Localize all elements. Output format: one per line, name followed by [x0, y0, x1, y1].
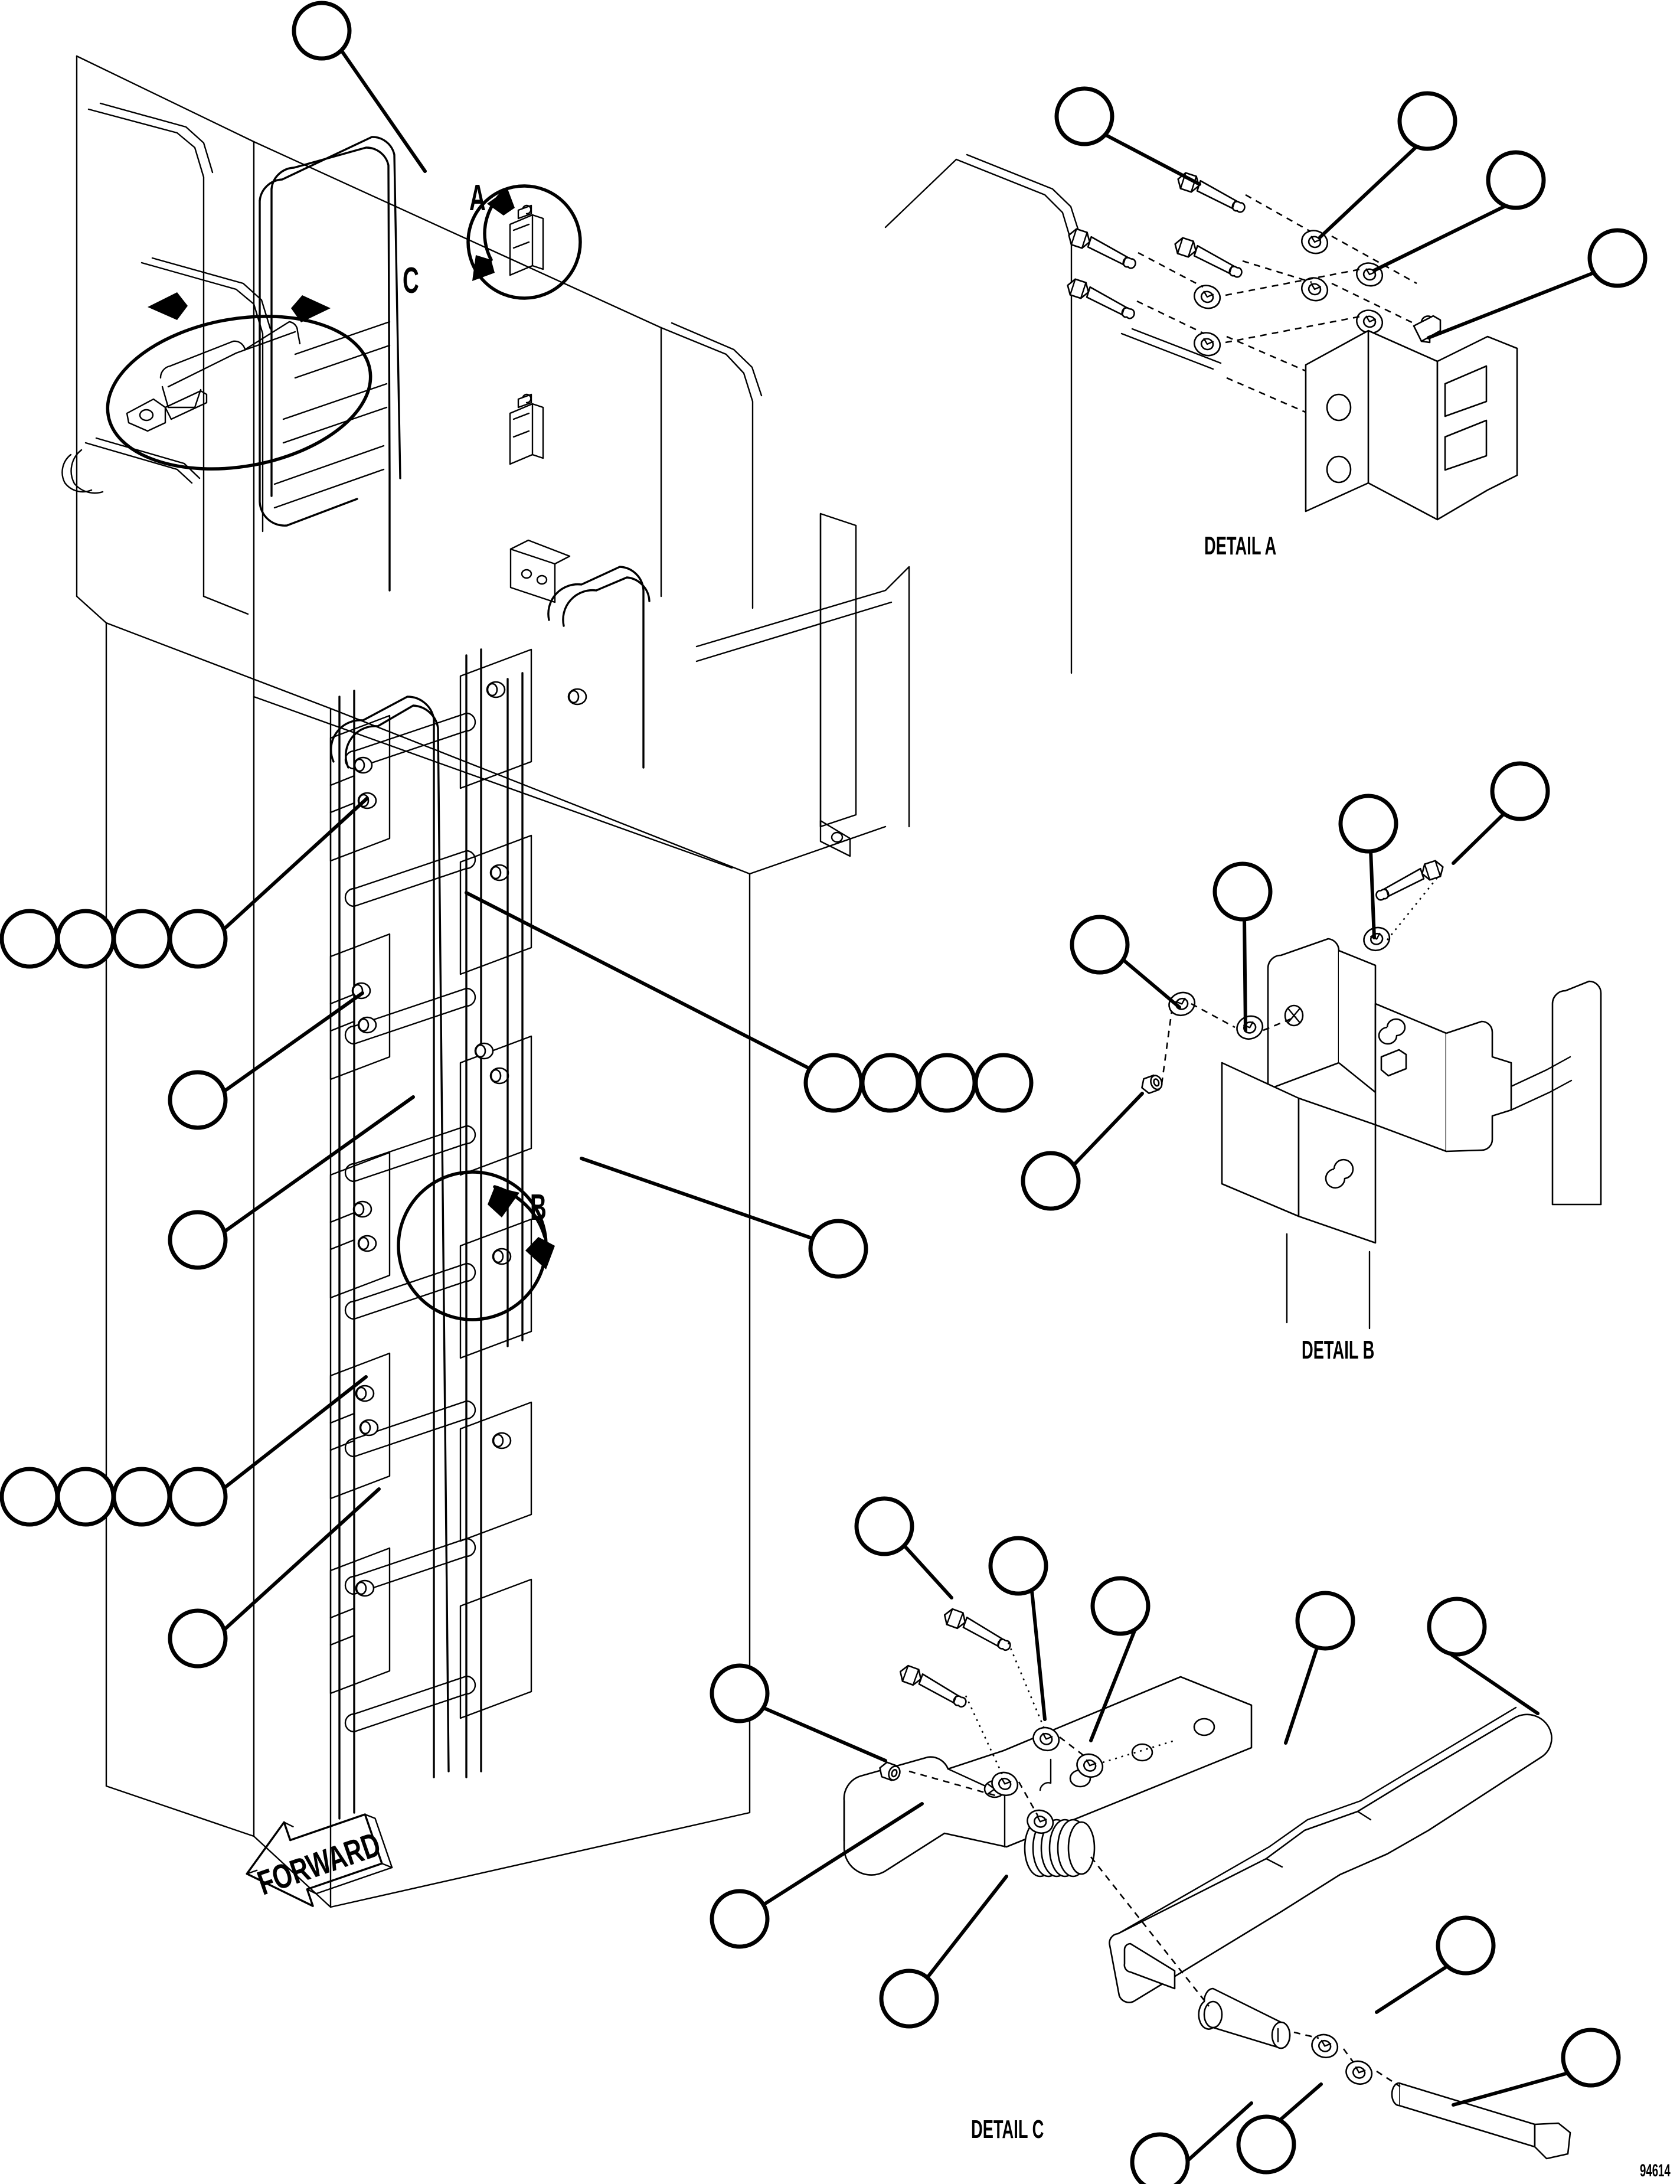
gate-hinge-lower: [509, 393, 544, 465]
callout-bubble: [1561, 2028, 1621, 2088]
callout-bubble: [1587, 228, 1648, 288]
c-handle-lever: [1109, 1706, 1552, 2003]
callout-bubble: [168, 1070, 228, 1130]
callout-bubble: [55, 1467, 116, 1527]
callout-bubble: [0, 909, 60, 969]
forward-direction-arrow: [246, 1813, 393, 1907]
gate-hinge-upper: [509, 204, 544, 276]
callout-bubble: [1295, 1591, 1355, 1651]
callout-bubble: [854, 1496, 914, 1556]
deck-support-gusset: [819, 512, 857, 857]
detail-b-title: DETAIL B: [1302, 1336, 1375, 1364]
detail-c-assembly: [710, 1496, 1621, 2184]
callout-bubble: [168, 1467, 228, 1527]
c-clevis-pin-right: [1391, 2082, 1571, 2160]
callout-bubble: [1338, 794, 1398, 854]
callout-bubble: [112, 909, 172, 969]
callout-bubble: [112, 1467, 172, 1527]
ladder-mount-brackets: [329, 714, 391, 1695]
main-view-callouts: [0, 1, 1034, 1669]
callout-bubble: [55, 909, 116, 969]
ladder-grab-rails: [330, 566, 651, 1778]
callout-bubble: [1130, 2132, 1190, 2184]
c-latch-plate: [843, 1676, 1253, 1876]
swing-gate-frame: [259, 136, 401, 592]
main-view-leaders: [223, 48, 815, 1631]
callout-bubble: [808, 1219, 868, 1279]
figure-code: 94614: [1640, 2161, 1671, 2180]
bracket-bolts: [351, 681, 587, 1597]
section-marker-c-label: C: [403, 260, 419, 301]
callout-bubble: [879, 1968, 939, 2029]
callout-bubble: [1070, 915, 1130, 975]
callout-bubble: [1486, 150, 1546, 210]
section-marker-b-circle: [397, 1170, 555, 1321]
callout-bubble: [1212, 861, 1273, 922]
callout-bubble: [168, 1608, 228, 1669]
callout-bubble: [973, 1053, 1034, 1113]
section-marker-a-circle: [466, 184, 582, 300]
callout-bubble: [917, 1053, 977, 1113]
detail-a-title: DETAIL A: [1204, 531, 1277, 560]
callout-bubble: [0, 1467, 60, 1527]
callout-bubble: [1427, 1597, 1487, 1657]
callout-bubble: [168, 1210, 228, 1270]
callout-bubble: [1490, 761, 1550, 821]
section-marker-b-label: B: [530, 1187, 547, 1228]
callout-bubble: [710, 1889, 770, 1949]
callout-bubble: [292, 1, 352, 61]
section-marker-a-label: A: [469, 178, 486, 218]
section-marker-c-ellipse: [106, 292, 372, 471]
hinge-plate: [1305, 315, 1518, 521]
callout-bubble: [988, 1536, 1048, 1596]
detail-c-title: DETAIL C: [971, 2115, 1044, 2144]
callout-bubble: [1397, 91, 1457, 151]
callout-bubble: [1090, 1576, 1150, 1636]
callout-bubble: [1021, 1151, 1081, 1211]
ladder-right-brackets: [459, 648, 532, 1719]
machine-body-outline: [76, 55, 887, 1908]
detail-b-assembly: [1021, 761, 1602, 1330]
gate-latch-handle: [126, 321, 301, 432]
c-pivot-pin-left: [1198, 1987, 1291, 2049]
deck-railing-right: [660, 154, 1222, 828]
callout-bubble: [803, 1053, 864, 1113]
callout-bubble: [710, 1663, 770, 1723]
callout-bubble: [1054, 86, 1114, 146]
callout-bubble: [860, 1053, 920, 1113]
ladder-rungs: [344, 712, 476, 1733]
callout-bubble: [168, 909, 228, 969]
callout-bubble: [1236, 2114, 1296, 2175]
b-mount-bracket: [1221, 938, 1602, 1330]
detail-a-assembly: [1054, 86, 1648, 521]
deck-railing-upper: [61, 102, 272, 615]
deck-small-bracket: [509, 539, 571, 603]
callout-bubble: [1436, 1915, 1496, 1976]
